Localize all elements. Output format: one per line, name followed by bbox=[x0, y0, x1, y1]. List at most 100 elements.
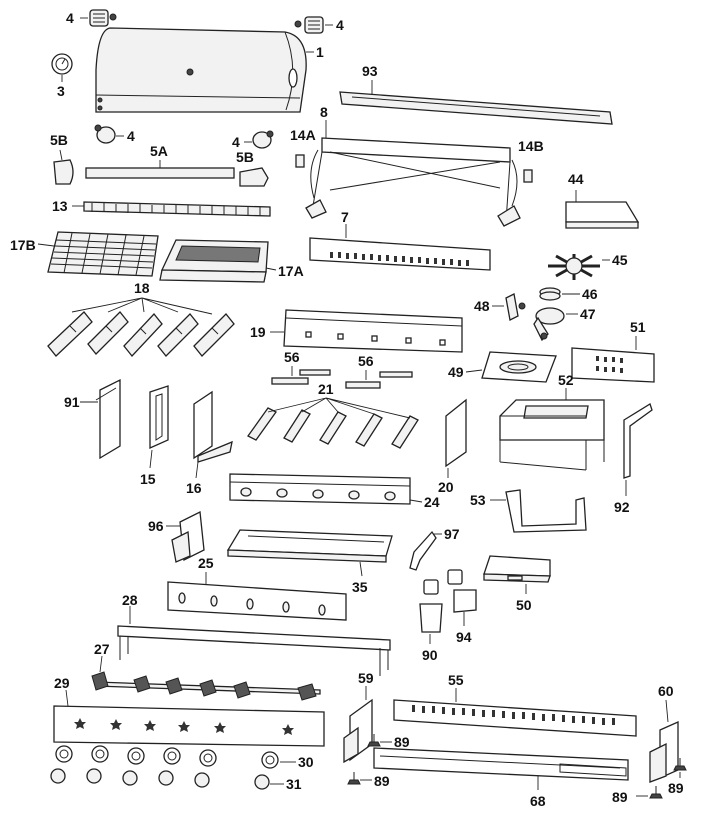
firebox-side-part-15 bbox=[149, 385, 169, 450]
hinge-part-4 bbox=[89, 9, 117, 27]
label-16: 16 bbox=[186, 480, 202, 496]
crossover-part-56-left bbox=[271, 377, 309, 385]
label-49: 49 bbox=[448, 364, 464, 380]
label-59: 59 bbox=[358, 670, 374, 686]
bracket-part-97 bbox=[409, 530, 437, 571]
cart-side-part-60 bbox=[649, 720, 679, 783]
griddle-part-17a bbox=[159, 239, 269, 283]
burner-cap-part-46 bbox=[539, 287, 561, 301]
label-21: 21 bbox=[318, 381, 334, 397]
bottom-shelf-part-68 bbox=[373, 747, 629, 781]
burner-bowl-part-49 bbox=[481, 351, 557, 383]
label-60: 60 bbox=[658, 683, 674, 699]
side-burner-part-47 bbox=[533, 307, 565, 342]
ignitor-bracket-part-94 bbox=[447, 569, 477, 613]
label-89-b: 89 bbox=[374, 773, 390, 789]
label-92: 92 bbox=[614, 499, 630, 515]
hinge-part-4-right bbox=[294, 16, 324, 34]
label-90: 90 bbox=[422, 647, 438, 663]
label-13: 13 bbox=[52, 198, 68, 214]
side-bracket-part-91 bbox=[95, 378, 121, 460]
label-47: 47 bbox=[580, 306, 596, 322]
label-45: 45 bbox=[612, 252, 628, 268]
label-4-top-right: 4 bbox=[336, 17, 344, 33]
label-5b-left: 5B bbox=[50, 132, 68, 148]
label-5a: 5A bbox=[150, 143, 168, 159]
crossover-part-56-right bbox=[345, 381, 381, 389]
label-14b: 14B bbox=[518, 138, 544, 154]
cooking-grate-part-17b bbox=[47, 231, 159, 277]
hinge-part-4-mid-left bbox=[94, 124, 116, 144]
label-8: 8 bbox=[320, 104, 328, 120]
label-4-mid-right: 4 bbox=[232, 134, 240, 150]
cart-side-part-59 bbox=[343, 698, 373, 764]
knob-bezels-part-30 bbox=[55, 745, 279, 769]
lid-trim-part-5a bbox=[85, 167, 235, 179]
bracket-part-14a bbox=[295, 154, 305, 168]
rear-rail-part-93 bbox=[339, 91, 613, 125]
caster-part-89-d bbox=[673, 758, 687, 771]
label-29: 29 bbox=[54, 675, 70, 691]
control-panel-part-29 bbox=[53, 705, 325, 747]
label-96: 96 bbox=[148, 518, 164, 534]
side-burner-box-part-52 bbox=[499, 399, 605, 471]
label-94: 94 bbox=[456, 629, 472, 645]
valve-manifold-part-27 bbox=[91, 671, 321, 701]
bracket-part-14b bbox=[523, 169, 533, 183]
main-burners-part-21 bbox=[247, 407, 419, 449]
label-35: 35 bbox=[352, 579, 368, 595]
label-89-c: 89 bbox=[612, 789, 628, 805]
crossover-part-56-mid bbox=[299, 369, 331, 376]
label-7: 7 bbox=[341, 209, 349, 225]
bracket-part-96 bbox=[171, 510, 205, 563]
side-burner-lid-part-44 bbox=[565, 201, 640, 229]
label-56-right: 56 bbox=[358, 353, 374, 369]
label-15: 15 bbox=[140, 471, 156, 487]
label-89-a: 89 bbox=[394, 734, 410, 750]
control-knobs-part-31 bbox=[50, 768, 270, 790]
label-97: 97 bbox=[444, 526, 460, 542]
trim-cap-part-5b-right bbox=[239, 167, 269, 187]
valve-panel-part-25 bbox=[167, 581, 347, 621]
label-27: 27 bbox=[94, 641, 110, 657]
label-93: 93 bbox=[362, 63, 378, 79]
label-44: 44 bbox=[568, 171, 584, 187]
label-89-d: 89 bbox=[668, 780, 684, 796]
back-panel-part-55 bbox=[393, 699, 637, 737]
side-valve-part-48 bbox=[505, 293, 526, 321]
trim-cap-part-5b-left bbox=[53, 159, 74, 185]
label-20: 20 bbox=[438, 479, 454, 495]
hinge-part-4-mid-right bbox=[252, 130, 274, 149]
flame-tamers-part-18 bbox=[47, 311, 235, 357]
label-19: 19 bbox=[250, 324, 266, 340]
manifold-panel-part-19 bbox=[283, 309, 463, 353]
caster-part-89-a bbox=[367, 734, 381, 747]
front-support-part-28 bbox=[117, 625, 391, 676]
side-burner-grate-part-45 bbox=[548, 254, 600, 280]
crossover-part-56-far bbox=[379, 371, 413, 378]
lid-part-1 bbox=[95, 27, 307, 113]
label-14a: 14A bbox=[290, 127, 316, 143]
label-50: 50 bbox=[516, 597, 532, 613]
firebox-side-part-16 bbox=[193, 390, 233, 463]
label-4-mid-left: 4 bbox=[127, 128, 135, 144]
label-5b-right: 5B bbox=[236, 149, 254, 165]
thermometer-part-3 bbox=[51, 53, 73, 75]
label-4-top-left: 4 bbox=[66, 10, 74, 26]
label-31: 31 bbox=[286, 776, 302, 792]
rear-panel-part-7 bbox=[309, 237, 491, 271]
label-56-left: 56 bbox=[284, 349, 300, 365]
label-46: 46 bbox=[582, 286, 598, 302]
firebox-side-part-20 bbox=[445, 398, 467, 468]
side-panel-part-51 bbox=[571, 347, 655, 383]
label-28: 28 bbox=[122, 592, 138, 608]
label-48: 48 bbox=[474, 298, 490, 314]
label-51: 51 bbox=[630, 319, 646, 335]
ignitor-part-90 bbox=[419, 579, 443, 633]
caster-part-89-c bbox=[649, 786, 663, 799]
label-52: 52 bbox=[558, 372, 574, 388]
label-30: 30 bbox=[298, 754, 314, 770]
label-91: 91 bbox=[64, 394, 80, 410]
label-55: 55 bbox=[448, 672, 464, 688]
